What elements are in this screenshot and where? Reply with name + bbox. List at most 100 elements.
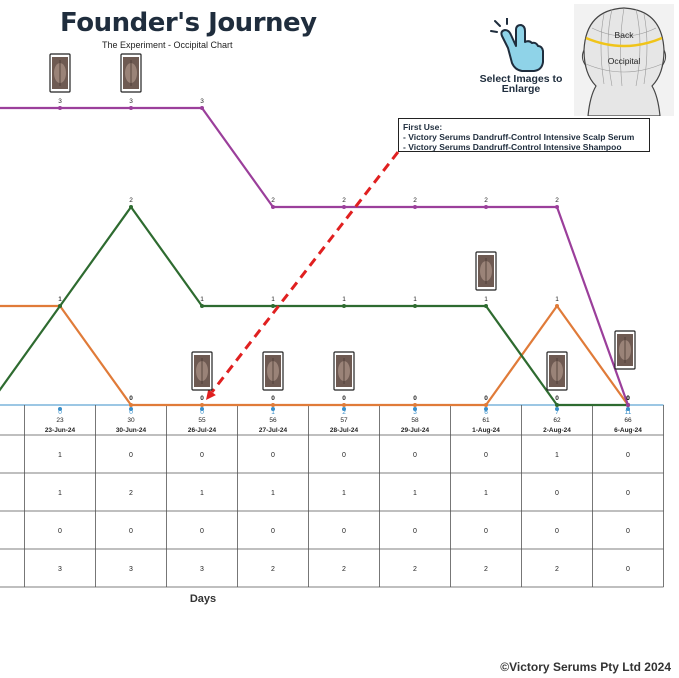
data-label: 1: [271, 296, 275, 303]
data-label: 0: [555, 395, 559, 402]
scalp-photo-thumbnail[interactable]: [614, 330, 636, 370]
series-point: [58, 407, 62, 411]
point-number-label: 2: [342, 409, 346, 416]
head-diagram-graphic: Back Occipital: [581, 7, 667, 116]
series-point: [484, 403, 488, 407]
series-point: [58, 304, 62, 308]
series-point: [342, 403, 346, 407]
table-cell-value: 0: [626, 566, 630, 573]
scalp-photo-thumbnail[interactable]: [262, 351, 284, 391]
table-cell-value: 2: [555, 566, 559, 573]
series-point: [129, 106, 133, 110]
day-number-label: 55: [198, 417, 206, 424]
series-point: [271, 205, 275, 209]
head-label-occipital: Occipital: [608, 56, 641, 66]
point-number-label: 3: [413, 409, 417, 416]
data-label: 0: [200, 395, 204, 402]
point-number-label: 0: [129, 409, 133, 416]
scalp-photo-thumbnail[interactable]: [191, 351, 213, 391]
series-point: [555, 304, 559, 308]
series-point: [626, 403, 630, 407]
data-label: 1: [413, 296, 417, 303]
pointing-hand-icon[interactable]: [490, 18, 550, 74]
data-label: 3: [129, 98, 133, 105]
series-point: [484, 407, 488, 411]
date-tick-label: 29-Jul-24: [401, 427, 430, 434]
table-cell-value: 2: [413, 566, 417, 573]
series-point: [626, 407, 630, 411]
series-point: [129, 407, 133, 411]
data-label: 0: [626, 395, 630, 402]
point-number-label: 7: [555, 409, 559, 416]
series-point: [413, 205, 417, 209]
data-table: 2402323-Jun-2403030-Jun-2405526-Jul-2415…: [0, 404, 664, 588]
table-cell-value: 0: [484, 452, 488, 459]
scalp-photo-thumbnail[interactable]: [120, 53, 142, 93]
head-diagram: Back Occipital: [574, 4, 674, 116]
scalp-photo-thumbnail[interactable]: [546, 351, 568, 391]
point-number-label: 11: [625, 409, 632, 416]
series-point: [200, 403, 204, 407]
annotation-line-2: - Victory Serums Dandruff-Control Intens…: [403, 142, 622, 152]
page-subtitle: The Experiment - Occipital Chart: [102, 40, 233, 50]
scalp-photo-thumbnail[interactable]: [475, 251, 497, 291]
annotation-line-1: - Victory Serums Dandruff-Control Intens…: [403, 132, 635, 142]
data-label: 0: [626, 395, 630, 402]
table-cell-value: 1: [58, 452, 62, 459]
annotation-arrow: [206, 151, 400, 400]
data-label: 0: [626, 395, 630, 402]
scalp-photo-thumbnail[interactable]: [333, 351, 355, 391]
table-cell-value: 0: [413, 452, 417, 459]
series-point: [129, 205, 133, 209]
series-point: [342, 304, 346, 308]
photo-markers: [49, 53, 636, 391]
table-cell-value: 1: [555, 452, 559, 459]
scalp-photo-thumbnail[interactable]: [49, 53, 71, 93]
date-tick-label: 30-Jun-24: [116, 427, 147, 434]
data-label: 3: [58, 98, 62, 105]
series-point: [200, 407, 204, 411]
day-number-label: 30: [127, 417, 135, 424]
series-point: [342, 205, 346, 209]
day-number-label: 66: [624, 417, 632, 424]
data-label: 2: [413, 197, 417, 204]
data-label: 0: [484, 395, 488, 402]
table-cell-value: 0: [200, 452, 204, 459]
table-cell-value: 0: [626, 528, 630, 535]
series-point: [129, 403, 133, 407]
annotation-heading: First Use:: [403, 122, 443, 132]
table-cell-value: 0: [626, 490, 630, 497]
date-tick-label: 1-Aug-24: [472, 427, 500, 434]
data-label: 1: [484, 296, 488, 303]
copyright-text: ©Victory Serums Pty Ltd 2024: [500, 660, 671, 674]
day-number-label: 58: [411, 417, 419, 424]
table-cell-value: 0: [271, 528, 275, 535]
data-label: 2: [342, 197, 346, 204]
annotation-arrow-line: [210, 151, 400, 393]
series-point: [484, 304, 488, 308]
table-cell-value: 1: [58, 490, 62, 497]
table-cell-value: 1: [484, 490, 488, 497]
data-label: 0: [413, 395, 417, 402]
series-point: [200, 106, 204, 110]
table-cell-value: 1: [413, 490, 417, 497]
table-cell-value: 2: [271, 566, 275, 573]
select-images-label: Select Images to Enlarge: [479, 73, 563, 95]
series-point: [271, 407, 275, 411]
date-tick-label: 6-Aug-24: [614, 427, 642, 434]
data-label: 3: [200, 98, 204, 105]
table-cell-value: 2: [484, 566, 488, 573]
series-point: [413, 304, 417, 308]
day-number-label: 61: [482, 417, 490, 424]
date-tick-label: 2-Aug-24: [543, 427, 571, 434]
data-label: 1: [342, 296, 346, 303]
point-number-label: 1: [271, 409, 275, 416]
series-point: [342, 407, 346, 411]
day-number-label: 23: [56, 417, 64, 424]
data-label: 1: [58, 296, 62, 303]
data-label: 1: [200, 296, 204, 303]
table-cell-value: 3: [200, 566, 204, 573]
page-title: Founder's Journey: [60, 8, 317, 38]
table-cell-value: 0: [129, 452, 133, 459]
